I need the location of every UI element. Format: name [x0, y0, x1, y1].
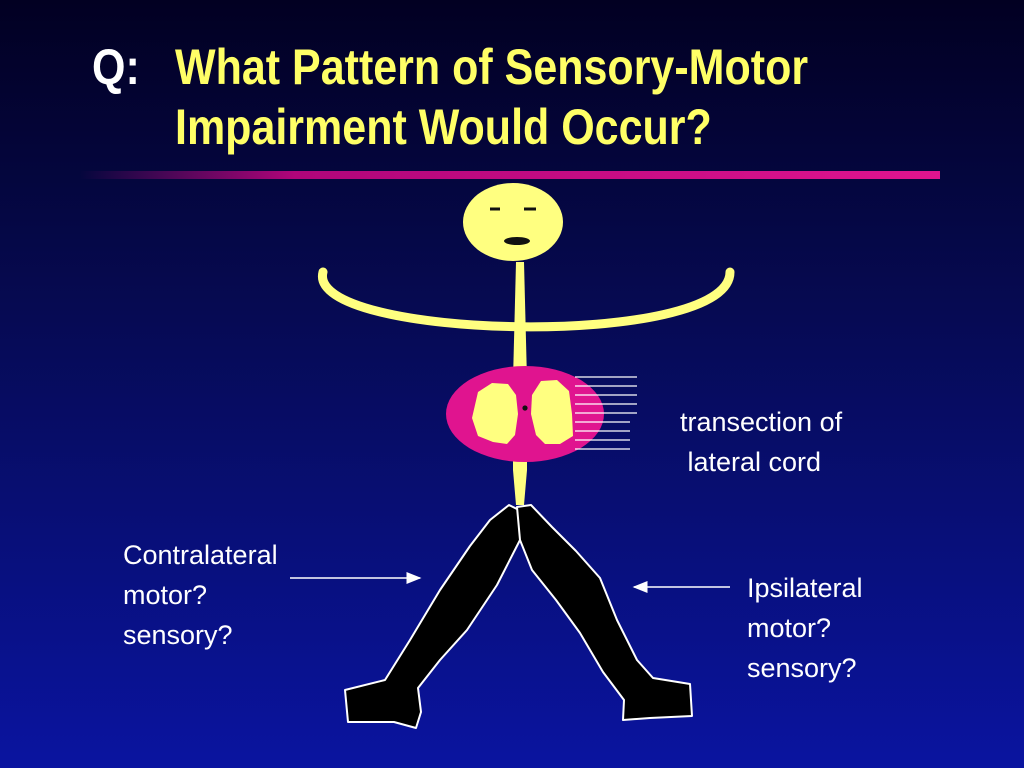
ipsilateral-label-line-2: motor? — [747, 613, 832, 643]
contralateral-label-line-1: Contralateral — [123, 540, 278, 570]
ipsilateral-label: Ipsilateral motor? sensory? — [747, 568, 863, 688]
title-divider — [80, 171, 940, 179]
transection-lines — [575, 376, 637, 450]
gray-matter-left — [472, 383, 518, 444]
contralateral-label-line-2: motor? — [123, 580, 208, 610]
slide-title-line-1: What Pattern of Sensory-Motor — [175, 39, 809, 95]
spinal-cord-cross-section — [446, 366, 604, 462]
transection-label: transection of lateral cord — [680, 402, 842, 482]
slide-title-line-2: Impairment Would Occur? — [175, 99, 712, 155]
right-leg — [516, 504, 693, 721]
contralateral-label-line-3: sensory? — [123, 620, 233, 650]
contralateral-label: Contralateral motor? sensory? — [123, 535, 278, 655]
ipsilateral-label-line-1: Ipsilateral — [747, 573, 863, 603]
ipsilateral-label-line-3: sensory? — [747, 653, 857, 683]
central-canal — [522, 405, 528, 411]
left-leg — [344, 504, 524, 729]
head — [463, 183, 563, 261]
mouth — [504, 237, 530, 245]
gray-matter-right — [531, 380, 573, 444]
arms — [318, 267, 735, 332]
question-prefix: Q: — [92, 39, 140, 95]
transection-label-line-2: lateral cord — [680, 447, 822, 477]
transection-label-line-1: transection of — [680, 407, 843, 437]
